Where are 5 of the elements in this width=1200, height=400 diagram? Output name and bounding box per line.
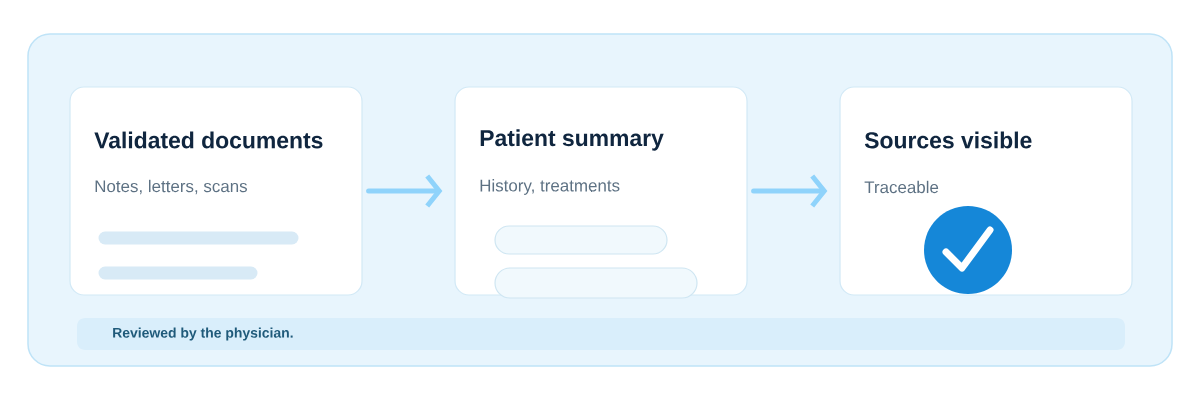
process-card: Validated documents Notes, letters, scans <box>69 86 363 296</box>
process-card: Sources visible Traceable <box>839 86 1133 296</box>
arrow <box>366 174 443 208</box>
arrow <box>751 174 828 208</box>
footer-note: Reviewed by the physician. <box>77 318 1125 350</box>
